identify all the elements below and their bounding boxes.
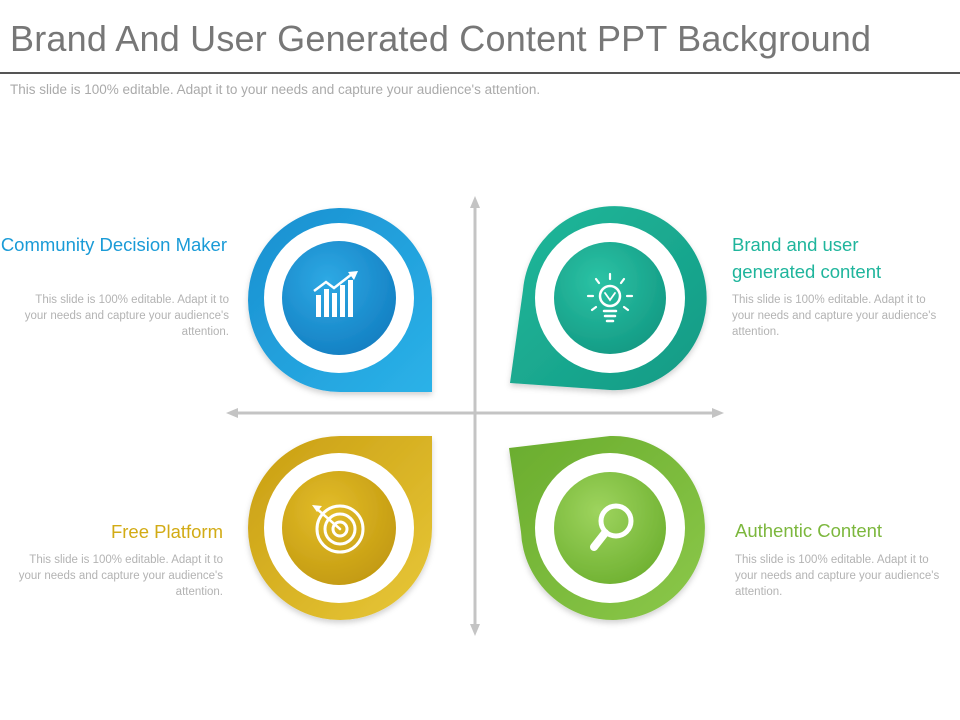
target-icon [312, 504, 365, 554]
quadrant-shape-bottom-right [509, 435, 705, 620]
slide-subtitle: This slide is 100% editable. Adapt it to… [10, 82, 541, 97]
quadrant-description-top-left: This slide is 100% editable. Adapt it to… [24, 294, 229, 338]
magnifier-icon [590, 503, 634, 551]
quadrant-description-bottom-left: This slide is 100% editable. Adapt it to… [18, 554, 223, 598]
quadrant-title-bottom-left: Free Platform [110, 521, 223, 542]
quadrant-title-bottom-right: Authentic Content [735, 520, 883, 541]
slide-title: Brand And User Generated Content PPT Bac… [10, 18, 872, 59]
quadrant-title-top-right: Brand and user generated content [732, 234, 882, 282]
quadrant-shape-top-right [510, 206, 707, 391]
title-divider [0, 72, 960, 74]
bar-chart-icon [313, 271, 358, 317]
axes [226, 196, 724, 636]
lightbulb-icon [586, 272, 634, 323]
quadrant-description-top-right: This slide is 100% editable. Adapt it to… [732, 294, 937, 338]
quadrant-description-bottom-right: This slide is 100% editable. Adapt it to… [735, 554, 940, 598]
quadrant-title-top-left: Community Decision Maker [0, 234, 227, 255]
